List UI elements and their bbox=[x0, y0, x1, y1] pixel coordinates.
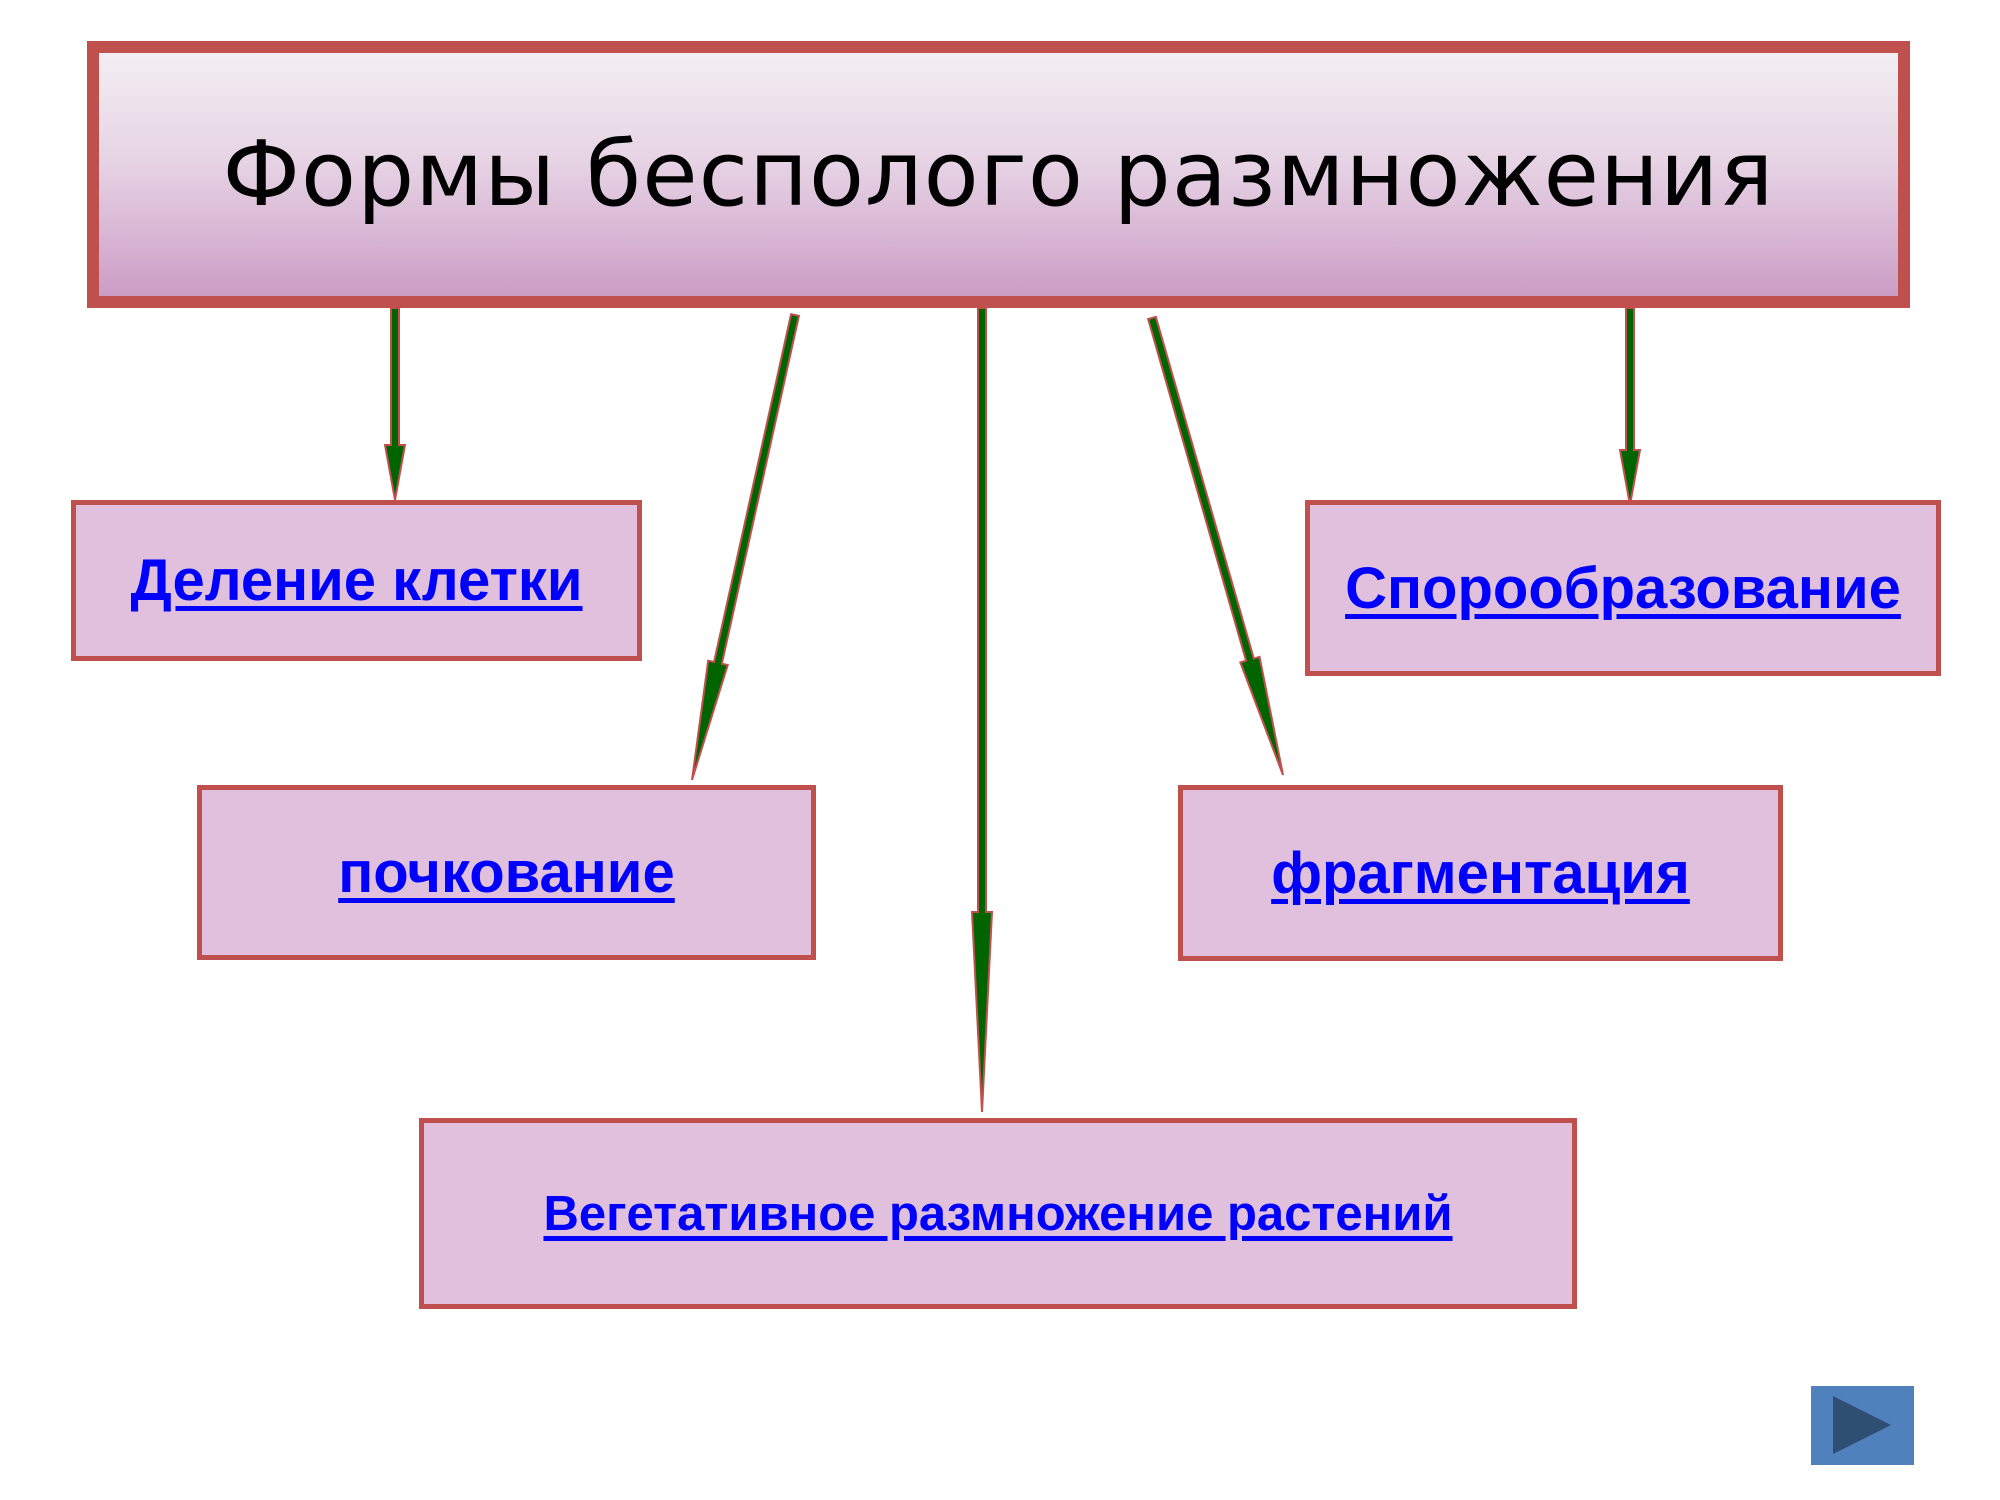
node-vegetative: Вегетативное размножение растений bbox=[419, 1118, 1577, 1309]
play-next-icon bbox=[1833, 1396, 1891, 1454]
arrow-to-fragmentation bbox=[1146, 315, 1284, 776]
link-budding[interactable]: почкование bbox=[338, 840, 675, 905]
node-fragmentation: фрагментация bbox=[1178, 785, 1783, 961]
arrow-to-budding bbox=[691, 312, 801, 781]
link-sporulation[interactable]: Спорообразование bbox=[1345, 555, 1901, 621]
link-fragmentation[interactable]: фрагментация bbox=[1271, 840, 1690, 906]
arrow-to-sporulation bbox=[1618, 307, 1642, 506]
node-cell-division: Деление клетки bbox=[71, 500, 642, 661]
link-vegetative[interactable]: Вегетативное размножение растений bbox=[543, 1186, 1453, 1241]
link-cell-division[interactable]: Деление клетки bbox=[130, 548, 583, 613]
node-budding: почкование bbox=[197, 785, 816, 960]
page-title: Формы бесполого размножения bbox=[222, 122, 1775, 227]
arrow-to-cell-division bbox=[383, 307, 407, 501]
arrow-to-vegetative bbox=[970, 307, 994, 1113]
title-box: Формы бесполого размножения bbox=[87, 41, 1910, 308]
next-slide-button[interactable] bbox=[1811, 1386, 1914, 1465]
node-sporulation: Спорообразование bbox=[1305, 500, 1941, 676]
